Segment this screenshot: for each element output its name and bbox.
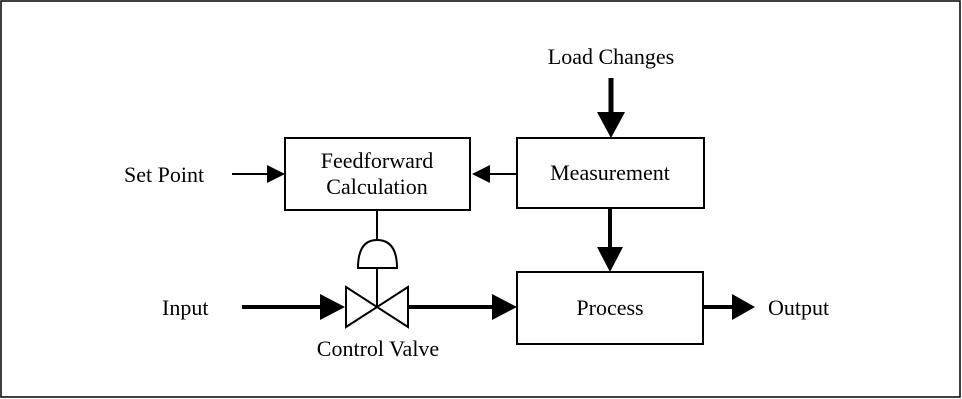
load-changes-arrow <box>597 78 625 138</box>
valve-to-process-arrow <box>408 294 517 320</box>
output-arrow <box>703 294 755 320</box>
measurement-to-feedforward-arrow <box>472 165 517 183</box>
set-point-arrow <box>232 165 285 183</box>
input-arrow <box>242 294 345 320</box>
control-valve-icon <box>345 238 409 329</box>
feedforward-label-line1: Feedforward <box>321 148 433 173</box>
input-label: Input <box>162 295 208 320</box>
set-point-label: Set Point <box>124 162 204 187</box>
control-valve-label: Control Valve <box>317 336 439 361</box>
process-block <box>516 271 704 345</box>
measurement-to-process-arrow <box>597 208 623 272</box>
measurement-label: Measurement <box>550 160 670 185</box>
feedforward-label-line2: Calculation <box>326 174 427 199</box>
output-label: Output <box>768 295 829 320</box>
process-label: Process <box>576 295 643 320</box>
feedforward-calculation-block <box>284 137 471 211</box>
load-changes-label: Load Changes <box>548 44 674 69</box>
